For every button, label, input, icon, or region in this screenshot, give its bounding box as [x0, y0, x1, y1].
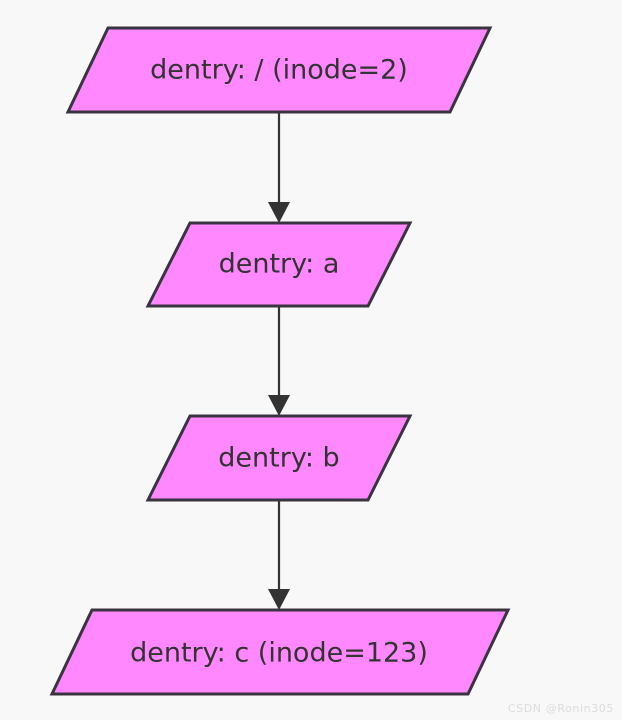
edge-root-a [268, 112, 290, 223]
node-root[interactable]: dentry: / (inode=2) [65, 26, 493, 114]
node-c-label: dentry: c (inode=123) [130, 638, 428, 669]
node-b-label: dentry: b [218, 443, 339, 474]
watermark-text: CSDN @Ronin305 [507, 702, 614, 715]
node-a[interactable]: dentry: a [145, 221, 413, 308]
node-a-shape[interactable] [145, 221, 413, 308]
edge-a-b-arrowhead [268, 395, 290, 416]
edge-b-c [268, 500, 290, 610]
node-b[interactable]: dentry: b [145, 414, 413, 502]
edge-b-c-arrowhead [268, 589, 290, 610]
edge-a-b [268, 306, 290, 416]
node-root-label: dentry: / (inode=2) [150, 55, 408, 86]
node-root-shape[interactable] [65, 26, 493, 114]
edge-root-a-arrowhead [268, 202, 290, 223]
node-c[interactable]: dentry: c (inode=123) [49, 608, 511, 696]
node-c-shape[interactable] [49, 608, 511, 696]
node-b-shape[interactable] [145, 414, 413, 502]
node-a-label: dentry: a [219, 249, 340, 280]
